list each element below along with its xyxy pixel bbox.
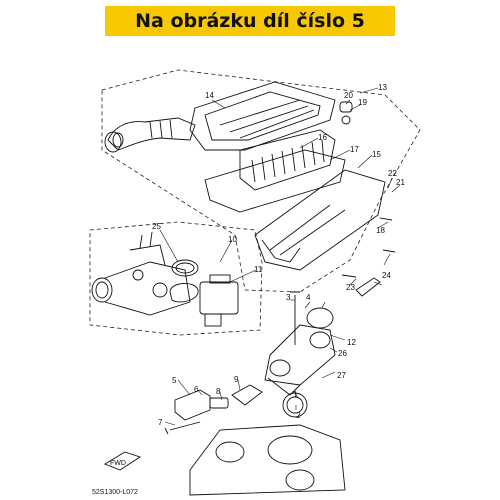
band-clamp [171,259,199,277]
bracket [355,277,381,297]
banner-text: Na obrázku díl číslo 5 [135,10,365,32]
intake-duct [104,117,196,153]
filter-seal-frame [204,149,346,213]
diagram-code: 52S1300-L072 [92,489,138,496]
fwd-arrow-icon: FWD [103,451,142,471]
callout-12: 12 [347,338,356,347]
injector-bolt [164,421,201,435]
throttle-sensor [199,274,239,327]
title-banner: Na obrázku díl číslo 5 [105,6,395,36]
callout-4: 4 [306,293,311,302]
callout-8: 8 [216,387,221,396]
callout-labels: 1 2 3 4 5 6 7 8 9 10 11 12 13 14 15 16 1… [152,83,405,427]
fwd-label: FWD [110,460,126,467]
callout-14: 14 [205,91,214,100]
callout-15: 15 [372,150,381,159]
callout-9: 9 [234,375,239,384]
throttle-dashed-outline [89,221,263,336]
air-filter-element [239,129,336,191]
intake-bolt [290,291,300,345]
callout-23: 23 [346,283,355,292]
callout-19: 19 [358,98,367,107]
callout-3: 3 [286,293,291,302]
leader-lines [159,87,401,426]
callout-10: 10 [228,235,237,244]
callout-21: 21 [396,178,405,187]
callout-20: 20 [344,91,353,100]
callout-5: 5 [172,376,177,385]
callout-18: 18 [376,226,385,235]
callout-6: 6 [194,385,199,394]
airbox-cover [189,81,336,151]
callout-27: 27 [337,371,346,380]
callout-1: 1 [293,390,298,399]
injector-joint [231,384,308,418]
callout-7: 7 [158,418,163,427]
callout-11: 11 [254,265,263,274]
cylinder-head [189,424,346,496]
mounting-bolts [341,217,396,278]
airbox-housing [254,169,386,271]
callout-24: 24 [382,271,391,280]
fuel-injector [174,389,229,421]
drain-cap [339,101,353,125]
callout-17: 17 [350,145,359,154]
airbox-dashed-outline [101,69,421,293]
throttle-body [91,231,191,316]
callout-25: 25 [152,222,161,231]
throttle-gasket [169,283,199,303]
intake-joint [264,307,336,396]
callout-16: 16 [318,133,327,142]
callout-22: 22 [388,169,397,178]
callout-26: 26 [338,349,347,358]
callout-2: 2 [296,411,301,420]
callout-13: 13 [378,83,387,92]
